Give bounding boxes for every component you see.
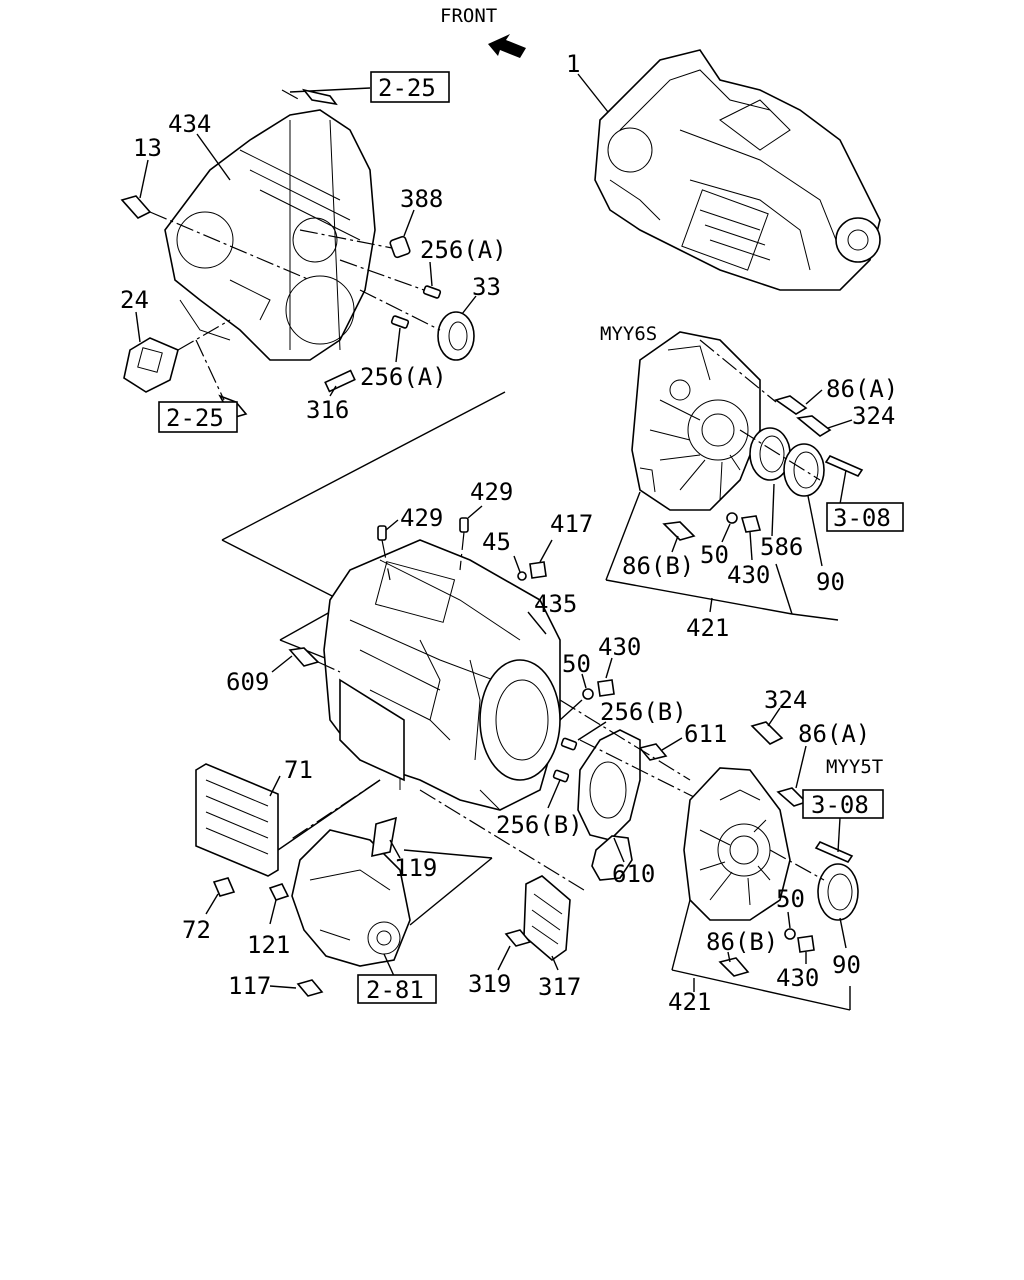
callout-90-1: 90 (816, 568, 845, 596)
callout-86b-2: 86(B) (706, 928, 778, 956)
callout-324-1: 324 (852, 402, 895, 430)
callout-72: 72 (182, 916, 211, 944)
callout-324-2: 324 (764, 686, 807, 714)
callout-319: 319 (468, 970, 511, 998)
callout-421-2: 421 (668, 988, 711, 1016)
rear-housing-6s-drawing (631, 331, 761, 511)
ref-box-3-08-bottom (802, 789, 884, 819)
callout-388: 388 (400, 185, 443, 213)
callout-33: 33 (472, 273, 501, 301)
callout-430-1: 430 (727, 561, 770, 589)
callout-24: 24 (120, 286, 149, 314)
front-arrow-icon (488, 34, 526, 58)
callout-610: 610 (612, 860, 655, 888)
callout-13: 13 (133, 134, 162, 162)
callout-256b-1: 256(B) (600, 698, 687, 726)
callout-121: 121 (247, 931, 290, 959)
pto-assembly-drawing (291, 829, 411, 967)
callout-86b-1: 86(B) (622, 552, 694, 580)
callout-71: 71 (284, 756, 313, 784)
ref-box-2-81 (357, 974, 437, 1004)
callout-434: 434 (168, 110, 211, 138)
callout-611: 611 (684, 720, 727, 748)
callout-1: 1 (566, 50, 580, 78)
model-myy5t: MYY5T (826, 756, 883, 778)
callout-90-2: 90 (832, 951, 861, 979)
callout-417: 417 (550, 510, 593, 538)
bolt-13-drawing (120, 195, 311, 281)
rear-housing-5t-drawing (683, 767, 791, 921)
callout-429-1: 429 (400, 504, 443, 532)
callout-50-3: 50 (776, 885, 805, 913)
callout-586: 586 (760, 533, 803, 561)
callout-421-1: 421 (686, 614, 729, 642)
callout-256a-1: 256(A) (420, 236, 507, 264)
callout-316: 316 (306, 396, 349, 424)
transmission-case-drawing (323, 539, 561, 811)
callout-86a-2: 86(A) (798, 720, 870, 748)
callout-256a-2: 256(A) (360, 363, 447, 391)
clutch-housing-drawing (164, 109, 376, 361)
ref-2-25-top: 2-25 (378, 74, 436, 102)
ref-box-2-25-top (370, 71, 450, 103)
callout-45: 45 (482, 528, 511, 556)
front-label: FRONT (440, 5, 497, 27)
callout-117: 117 (228, 972, 271, 1000)
ref-2-25-bottom: 2-25 (166, 404, 224, 432)
cover-317-drawing (523, 875, 571, 962)
callout-119: 119 (394, 854, 437, 882)
ref-3-08-bottom: 3-08 (811, 791, 869, 819)
ref-2-81: 2-81 (366, 976, 424, 1004)
callout-429-2: 429 (470, 478, 513, 506)
transmission-assembly-drawing (594, 49, 881, 291)
ref-box-2-25-bottom (158, 401, 238, 433)
callout-609: 609 (226, 668, 269, 696)
ref-box-3-08-top (826, 502, 904, 532)
model-myy6s: MYY6S (600, 323, 657, 345)
callout-430-3: 430 (776, 964, 819, 992)
ref-3-08-top: 3-08 (833, 504, 891, 532)
callout-50-1: 50 (700, 541, 729, 569)
callout-317: 317 (538, 973, 581, 1001)
cover-plate-71-drawing (195, 763, 279, 877)
callout-435: 435 (534, 590, 577, 618)
callout-86a-1: 86(A) (826, 375, 898, 403)
callout-430-2: 430 (598, 633, 641, 661)
callout-256b-2: 256(B) (496, 811, 583, 839)
callout-50-2: 50 (562, 650, 591, 678)
